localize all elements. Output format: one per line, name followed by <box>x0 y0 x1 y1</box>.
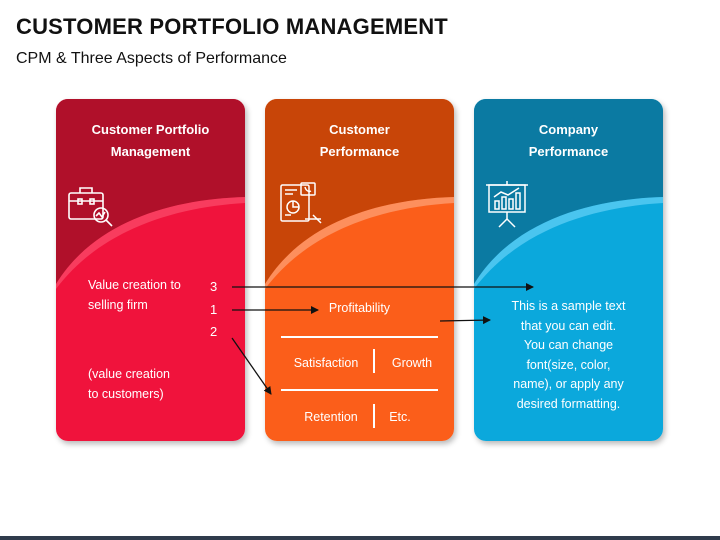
etc-label: Etc. <box>389 410 411 424</box>
text-line: to customers) <box>88 387 164 401</box>
profitability-label: Profitability <box>328 301 391 315</box>
satisfaction-label: Satisfaction <box>293 356 359 370</box>
slide-subtitle: CPM & Three Aspects of Performance <box>16 50 287 67</box>
sample-text-block: This is a sample text that you can edit.… <box>474 297 663 414</box>
presentation-board-icon <box>486 181 528 228</box>
card-background <box>265 99 454 441</box>
divider <box>281 336 438 338</box>
number-label: 3 <box>210 279 218 294</box>
text-line: This is a sample text <box>511 299 626 313</box>
card-title-line: Performance <box>528 144 609 159</box>
card-title-line: Customer Portfolio <box>91 122 210 137</box>
briefcase-analytics-icon <box>68 187 113 227</box>
card-title-line: Customer <box>329 122 390 137</box>
number-label: 1 <box>210 302 218 317</box>
text-line: font(size, color, <box>526 357 611 372</box>
value-creation-text: Value creation to selling firm <box>88 275 181 315</box>
divider <box>373 349 375 373</box>
text-line: You can change <box>523 338 614 352</box>
card-title-line: Performance <box>319 144 400 159</box>
footer-bar <box>0 536 720 540</box>
number-label: 2 <box>210 324 218 339</box>
value-to-customers-text: (value creation to customers) <box>88 364 170 404</box>
divider <box>373 404 375 428</box>
text-line: desired formatting. <box>516 396 621 411</box>
divider <box>281 389 438 391</box>
text-line: selling firm <box>88 298 148 312</box>
card-title: Customer Portfolio Management <box>56 119 245 163</box>
card-title-line: Company <box>538 122 599 137</box>
card-company-performance: Company Performance This is a sample tex… <box>474 99 663 441</box>
card-background <box>56 99 245 441</box>
text-line: name), or apply any <box>513 377 624 391</box>
report-chart-phone-icon <box>280 182 322 224</box>
card-title-line: Management <box>110 144 191 159</box>
text-line: Value creation to <box>88 278 181 292</box>
growth-label: Growth <box>391 356 433 370</box>
text-line: that you can edit. <box>520 318 617 333</box>
card-customer-performance: Customer Performance Profitability Satis… <box>265 99 454 441</box>
card-title: Company Performance <box>474 119 663 163</box>
card-customer-portfolio-management: Customer Portfolio Management Value crea… <box>56 99 245 441</box>
card-title: Customer Performance <box>265 119 454 163</box>
slide-title: CUSTOMER PORTFOLIO MANAGEMENT <box>16 14 448 39</box>
text-line: (value creation <box>88 367 170 381</box>
retention-label: Retention <box>304 410 358 424</box>
card-background <box>474 99 663 441</box>
